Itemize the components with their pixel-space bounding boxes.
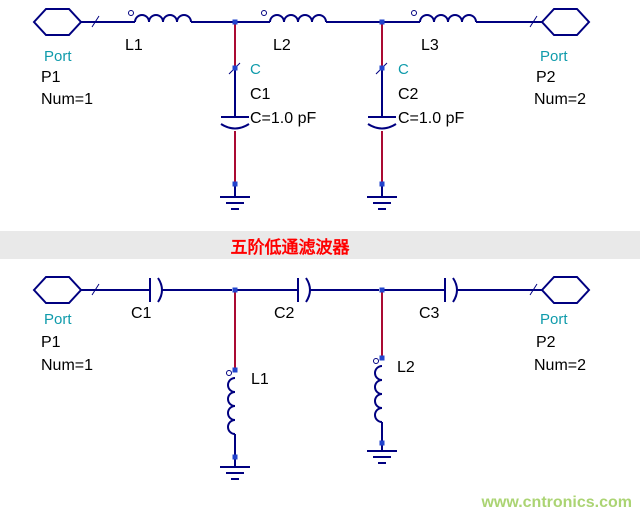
port-num-label: Num=1 — [41, 357, 94, 374]
junction-pin — [232, 287, 238, 293]
lowpass-filter-panel — [0, 0, 640, 231]
inductor-label: L1 — [251, 371, 269, 388]
inductor-label: L2 — [273, 37, 291, 54]
junction-pin — [379, 65, 385, 71]
junction-pin — [379, 355, 385, 361]
port-type-label: Port — [44, 311, 72, 328]
port-num-label: Num=2 — [534, 357, 587, 374]
capacitor-type-label: C — [250, 61, 261, 78]
port-symbol-right — [540, 8, 591, 36]
branch-wire — [234, 24, 383, 182]
ground-symbol — [220, 466, 250, 480]
pin-indicator-icon — [128, 10, 134, 16]
capacitor-value-label: C=1.0 pF — [398, 110, 465, 127]
inductor-label: L3 — [421, 37, 439, 54]
pin-indicator-icon — [373, 358, 379, 364]
capacitor-name-label: C1 — [250, 86, 271, 103]
junction-pin — [379, 19, 385, 25]
capacitor-symbol-C2 — [297, 277, 311, 303]
port-num-label: Num=2 — [534, 91, 587, 108]
watermark: www.cntronics.com — [481, 494, 632, 511]
capacitor-label: C2 — [274, 305, 295, 322]
top-circuit — [32, 8, 591, 210]
inductor-symbol-L2 — [374, 365, 383, 423]
junction-pin — [379, 287, 385, 293]
capacitor-symbol-C1 — [149, 277, 163, 303]
pin-tick — [91, 283, 538, 296]
junction-pin — [379, 181, 385, 187]
ground-symbol — [367, 450, 397, 464]
port-name-label: P1 — [41, 334, 61, 351]
capacitor-symbol-C2 — [367, 116, 397, 130]
port-name-label: P2 — [536, 69, 556, 86]
capacitor-label: C3 — [419, 305, 440, 322]
branch-wire — [234, 292, 383, 368]
port-name-label: P2 — [536, 334, 556, 351]
bottom-circuit — [32, 276, 591, 480]
wire-segment — [234, 422, 383, 467]
port-type-label: Port — [540, 48, 568, 65]
title-band — [0, 231, 640, 259]
port-symbol-right — [540, 276, 591, 304]
port-symbol-left — [32, 8, 83, 36]
junction-pin — [379, 440, 385, 446]
page-title: 五阶低通滤波器 — [230, 238, 350, 257]
port-name-label: P1 — [41, 69, 61, 86]
wire-segment — [234, 70, 383, 196]
port-type-label: Port — [540, 311, 568, 328]
port-symbol-left — [32, 276, 83, 304]
pin-indicator-icon — [226, 370, 232, 376]
port-type-label: Port — [44, 48, 72, 65]
pin-indicator-icon — [411, 10, 417, 16]
pin-indicator-icon — [261, 10, 267, 16]
junction-pin — [232, 19, 238, 25]
junction-pin — [232, 65, 238, 71]
junction-pins — [232, 287, 385, 460]
junction-pin — [232, 181, 238, 187]
pin-tick — [91, 15, 538, 75]
junction-pin — [232, 454, 238, 460]
capacitor-name-label: C2 — [398, 86, 419, 103]
inductor-symbol-L1 — [227, 377, 236, 435]
inductor-label: L1 — [125, 37, 143, 54]
capacitor-label: C1 — [131, 305, 152, 322]
ground-symbol — [367, 196, 397, 210]
highpass-filter-panel — [0, 259, 640, 518]
junction-pins — [232, 19, 385, 187]
inductor-symbol-L2 — [269, 14, 327, 23]
port-num-label: Num=1 — [41, 91, 94, 108]
inductor-symbol-L1 — [134, 14, 192, 23]
capacitor-type-label: C — [398, 61, 409, 78]
capacitor-symbol-C1 — [220, 116, 250, 130]
ground-symbol — [220, 196, 250, 210]
inductor-symbol-L3 — [419, 14, 477, 23]
capacitor-symbol-C3 — [444, 277, 458, 303]
capacitor-value-label: C=1.0 pF — [250, 110, 317, 127]
junction-pin — [232, 367, 238, 373]
inductor-label: L2 — [397, 359, 415, 376]
